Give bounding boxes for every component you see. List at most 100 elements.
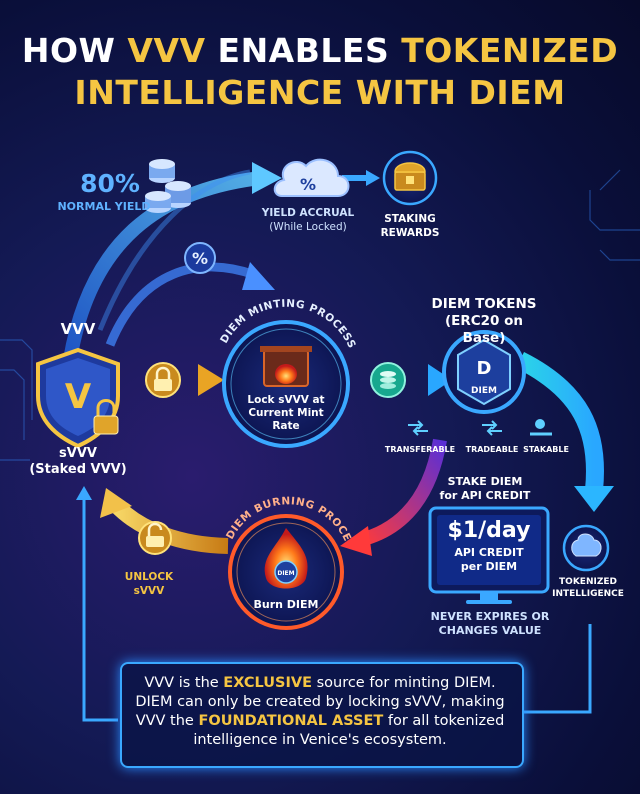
unlock-arrowhead bbox=[100, 488, 132, 518]
transferable-label: TRANSFERABLE bbox=[384, 445, 456, 454]
stake-diem-label: STAKE DIEM for API CREDIT bbox=[430, 475, 540, 503]
yield-accrual-label: YIELD ACCRUAL (While Locked) bbox=[252, 206, 364, 234]
summary-part: DIEM can only be created by locking sVVV… bbox=[135, 694, 505, 710]
title-highlight-intelligence: INTELLIGENCE WITH bbox=[74, 73, 469, 112]
minting-line2: Current Mint bbox=[248, 407, 324, 419]
yield-percent: 80% bbox=[80, 169, 140, 198]
summary-part: VVV the bbox=[135, 713, 199, 729]
minting-arc bbox=[105, 262, 257, 347]
loop-connector-arrowhead bbox=[76, 486, 92, 500]
rewards-arrowhead bbox=[366, 170, 380, 186]
vvv-label: VVV bbox=[60, 320, 96, 338]
credit-line2: per DIEM bbox=[460, 560, 518, 573]
minting-line1: Lock sVVV at bbox=[247, 394, 325, 406]
tokenized-intelligence-label: TOKENIZED INTELLIGENCE bbox=[544, 576, 632, 600]
minting-text: Lock sVVV at Current Mint Rate bbox=[246, 394, 326, 433]
summary-part: intelligence in Venice's ecosystem. bbox=[193, 732, 447, 748]
stake-hand-icon bbox=[530, 419, 552, 436]
tokenized-line2: INTELLIGENCE bbox=[552, 589, 624, 599]
circuit-lines bbox=[0, 169, 640, 461]
cloud-percent: % bbox=[300, 175, 316, 194]
title-highlight-vvv: VVV bbox=[127, 31, 206, 70]
yield-arc-arrowhead bbox=[252, 162, 282, 194]
percent-badge-text: % bbox=[192, 249, 208, 268]
coin-stack-icon bbox=[145, 159, 191, 213]
staking-rewards-line2: REWARDS bbox=[380, 227, 440, 239]
loop-connector-left bbox=[82, 490, 118, 722]
yield-arc bbox=[63, 171, 261, 362]
stake-arc bbox=[515, 351, 604, 491]
diem-tokens-subtitle: (ERC20 on Base) bbox=[444, 313, 524, 346]
diem-tokens-label: DIEM TOKENS (ERC20 on Base) bbox=[424, 296, 544, 347]
stake-diem-line1: STAKE DIEM bbox=[447, 475, 523, 488]
burn-arrowhead bbox=[340, 526, 372, 556]
diem-tokens-title: DIEM TOKENS bbox=[431, 296, 537, 312]
title-highlight-diem: DIEM bbox=[468, 73, 566, 112]
unlock-badge-icon bbox=[138, 521, 172, 555]
treasure-chest-icon bbox=[382, 150, 438, 206]
cloud-icon: % bbox=[273, 158, 350, 197]
stake-arc-arrowhead bbox=[574, 486, 614, 512]
summary-highlight-exclusive: EXCLUSIVE bbox=[223, 675, 312, 691]
yield-accrual-line2: (While Locked) bbox=[269, 221, 347, 233]
summary-highlight-foundational: FOUNDATIONAL ASSET bbox=[198, 713, 384, 729]
svvv-label: sVVV (Staked VVV) bbox=[22, 446, 134, 478]
burn-arrow bbox=[358, 438, 447, 547]
yield-accrual-line1: YIELD ACCRUAL bbox=[261, 207, 355, 219]
yield-arc-glow bbox=[97, 169, 251, 331]
monitor-icon bbox=[428, 506, 550, 604]
minting-line3: Rate bbox=[272, 420, 300, 432]
title-highlight-tokenized: TOKENIZED bbox=[401, 31, 619, 70]
staking-rewards-label: STAKING REWARDS bbox=[374, 212, 446, 240]
credit-note: NEVER EXPIRES OR CHANGES VALUE bbox=[420, 610, 560, 638]
unlock-line2: sVVV bbox=[133, 585, 165, 597]
lock-badge-icon bbox=[145, 362, 181, 398]
furnace-icon bbox=[260, 346, 312, 387]
percent-badge-icon: % bbox=[184, 242, 216, 274]
minting-arc-arrowhead bbox=[242, 262, 275, 290]
burn-coin-text: DIEM bbox=[277, 570, 294, 577]
diem-token-letter: D bbox=[477, 358, 492, 379]
credit-note-line1: NEVER EXPIRES OR bbox=[430, 610, 550, 623]
diem-token-text: DIEM bbox=[471, 386, 497, 396]
summary-part: VVV is the bbox=[144, 675, 224, 691]
lock-arrowhead bbox=[198, 364, 224, 396]
coins-badge-icon bbox=[370, 362, 406, 398]
staking-rewards-line1: STAKING bbox=[384, 213, 436, 225]
summary-part: for all tokenized bbox=[383, 713, 505, 729]
burn-diem-label: Burn DIEM bbox=[253, 598, 319, 611]
padlock-icon bbox=[93, 399, 119, 435]
brain-icon bbox=[562, 524, 610, 572]
summary-box bbox=[120, 662, 524, 768]
credit-text: API CREDIT per DIEM bbox=[437, 546, 541, 574]
minting-arc-label: DIEM MINTING PROCESS bbox=[218, 298, 358, 351]
transfer-icon bbox=[408, 420, 428, 436]
diem-token-icon: D DIEM bbox=[442, 330, 526, 414]
loop-connector-right bbox=[522, 624, 592, 714]
normal-yield-label: NORMAL YIELD bbox=[57, 200, 151, 213]
credit-price: $1/day bbox=[447, 518, 531, 543]
flame-icon: DIEM bbox=[264, 528, 308, 589]
summary-part: source for minting DIEM. bbox=[311, 675, 496, 691]
title-line-1: HOW VVV ENABLES TOKENIZED bbox=[0, 30, 640, 72]
credit-line1: API CREDIT bbox=[454, 546, 524, 559]
stake-diem-line2: for API CREDIT bbox=[439, 489, 531, 502]
unlock-line1: UNLOCK bbox=[124, 571, 174, 583]
tokenized-line1: TOKENIZED bbox=[559, 577, 617, 587]
mint-arrowhead bbox=[428, 364, 452, 396]
credit-note-line2: CHANGES VALUE bbox=[438, 624, 542, 637]
title-text: HOW bbox=[21, 31, 128, 70]
summary-text: VVV is the EXCLUSIVE source for minting … bbox=[128, 674, 512, 750]
title-line-2: INTELLIGENCE WITH DIEM bbox=[0, 72, 640, 114]
title-text: ENABLES bbox=[205, 31, 402, 70]
trade-icon bbox=[482, 420, 502, 436]
shield-letter: V bbox=[65, 377, 92, 417]
unlock-label: UNLOCK sVVV bbox=[114, 570, 184, 598]
tradeable-label: TRADEABLE bbox=[465, 445, 519, 454]
stakable-label: STAKABLE bbox=[523, 445, 569, 454]
svvv-staked: (Staked VVV) bbox=[29, 462, 127, 477]
svvv-name: sVVV bbox=[59, 446, 97, 461]
